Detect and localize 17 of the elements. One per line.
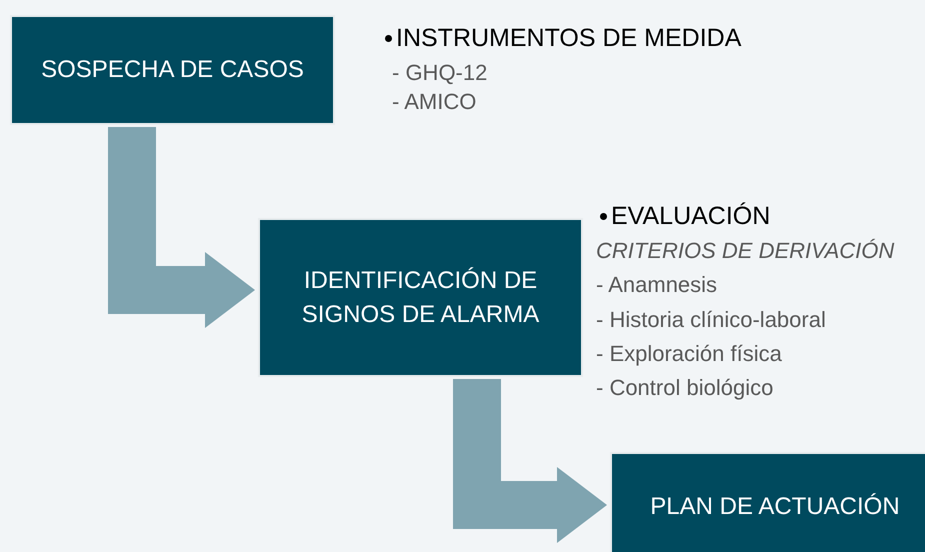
process-box xyxy=(10,15,335,125)
subheading: CRITERIOS DE DERIVACIÓN xyxy=(596,237,894,265)
list-item: - Anamnesis xyxy=(596,271,718,299)
list-item: - GHQ-12 xyxy=(392,59,488,87)
list-item: - AMICO xyxy=(392,88,476,116)
box-label: PLAN DE ACTUACIÓN xyxy=(650,492,900,522)
section-heading: EVALUACIÓN xyxy=(611,201,770,232)
bent-arrow xyxy=(453,379,607,543)
list-item: - Historia clínico-laboral xyxy=(596,306,826,334)
box-label: IDENTIFICACIÓN DE SIGNOS DE ALARMA xyxy=(300,266,540,330)
bent-arrow xyxy=(108,127,255,328)
list-item: - Exploración física xyxy=(596,340,782,368)
box-label: SOSPECHA DE CASOS xyxy=(41,55,304,85)
process-box xyxy=(610,452,925,552)
list-item: - Control biológico xyxy=(596,374,774,402)
process-box xyxy=(258,218,583,377)
section-heading: INSTRUMENTOS DE MEDIDA xyxy=(396,23,742,54)
